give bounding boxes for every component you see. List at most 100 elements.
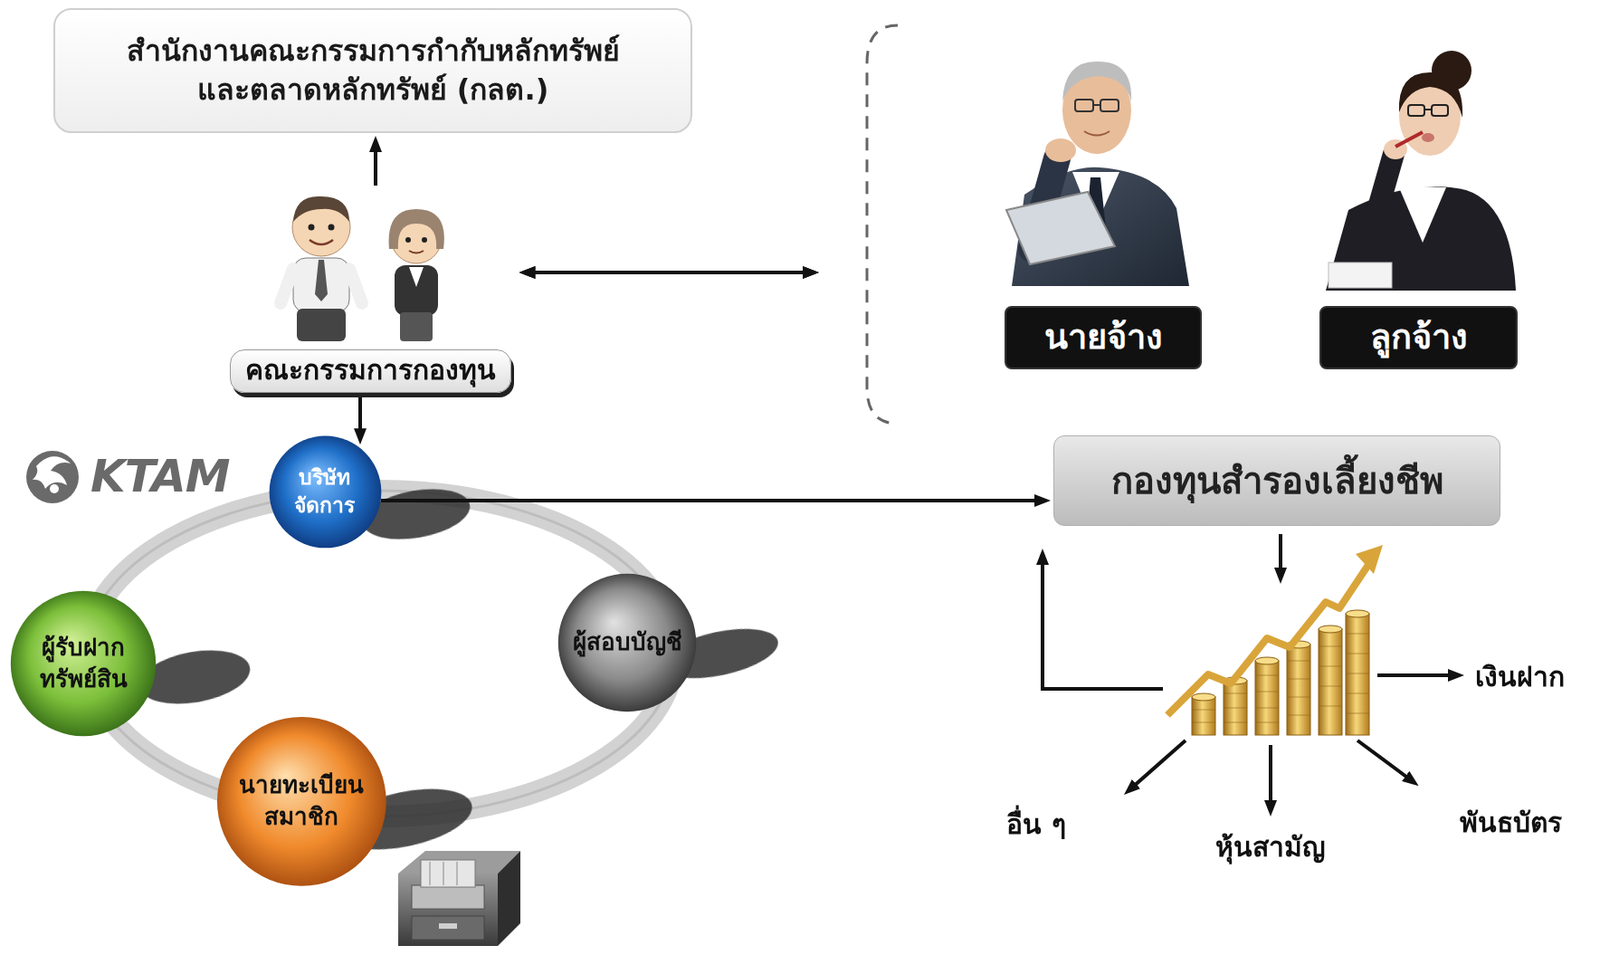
shape-part <box>389 209 445 249</box>
sphere-shape <box>9 590 157 737</box>
registrar-circle: นายทะเบียน สมาชิก <box>216 715 388 887</box>
node-text: ลูกจ้าง <box>1370 314 1468 361</box>
growth-chart <box>1345 633 1370 635</box>
file-cabinet <box>457 861 458 886</box>
shape-part <box>280 268 294 304</box>
leader-arrow <box>1132 740 1186 788</box>
file-cabinet <box>497 850 521 946</box>
flow-arrow <box>1042 559 1163 689</box>
fund-committee: คณะกรรมการกองทุน <box>224 185 517 393</box>
shape-part <box>405 237 411 243</box>
employee-photo <box>1421 133 1435 143</box>
file-cabinet <box>429 861 431 886</box>
flow-connector <box>530 270 810 275</box>
sphere-shape <box>217 716 387 886</box>
brand-emblem <box>32 456 71 489</box>
node-text: นายจ้าง <box>1044 314 1163 361</box>
employee-photo <box>1328 262 1392 288</box>
growth-chart <box>1345 693 1370 695</box>
leader-arrow <box>1268 744 1273 806</box>
growth-chart <box>1191 696 1216 735</box>
manager-circle: บริษัท จัดการ <box>268 435 382 549</box>
sphere-shape <box>558 573 696 712</box>
node-text: นายทะเบียน สมาชิก <box>228 769 374 833</box>
group-bracket <box>866 25 898 424</box>
employer-photo <box>1045 138 1077 162</box>
brand-logo-text: KTAM <box>90 446 229 508</box>
growth-chart <box>1191 609 1370 701</box>
growth-chart <box>1286 714 1311 716</box>
growth-chart <box>1191 693 1216 701</box>
growth-chart <box>1191 613 1370 735</box>
growth-chart <box>1345 613 1370 735</box>
node-text: ผู้สอบบัญชี <box>572 626 683 658</box>
sphere-shape <box>10 590 156 736</box>
growth-chart <box>1191 709 1216 711</box>
node-text: บริษัท จัดการ <box>283 463 367 520</box>
leader-arrow <box>1377 673 1454 677</box>
asset-label: อื่น ๆ <box>1006 806 1066 844</box>
employer-photo <box>1075 99 1094 112</box>
shape-part <box>309 239 334 245</box>
flow-arrow <box>1042 533 1281 689</box>
employee-photo <box>1408 104 1425 116</box>
growth-chart <box>1191 722 1216 724</box>
employee-photo <box>1398 185 1447 243</box>
role-tag: นายจ้าง <box>1004 305 1202 370</box>
shape-part <box>409 266 424 287</box>
growth-chart <box>1255 657 1279 665</box>
fund-box: กองทุนสำรองเลี้ยงชีพ <box>1053 435 1501 526</box>
group-bracket <box>866 25 898 424</box>
shape-part <box>314 259 328 302</box>
employer-photo <box>1084 131 1110 136</box>
growth-chart <box>1223 680 1248 735</box>
asset-label: เงินฝาก <box>1475 658 1565 696</box>
file-cabinet <box>443 861 445 886</box>
growth-chart <box>1345 653 1370 655</box>
employer-photo <box>1062 61 1132 102</box>
shape-part <box>409 250 424 254</box>
leader-arrow <box>1357 740 1410 780</box>
shape-part <box>400 312 433 342</box>
asset-label: พันธบัตร <box>1459 804 1562 842</box>
flow-arrow <box>1278 533 1283 573</box>
growth-chart <box>1318 625 1343 633</box>
employee-photo <box>1395 132 1423 147</box>
growth-chart <box>1223 707 1248 709</box>
growth-chart <box>1355 544 1383 574</box>
custodian-circle: ผู้รับฝาก ทรัพย์สิน <box>9 590 157 737</box>
growth-chart <box>1255 660 1279 735</box>
employee-photo <box>1424 108 1432 111</box>
growth-chart <box>1345 673 1370 675</box>
sphere-shape <box>268 435 382 549</box>
growth-chart <box>1318 666 1343 667</box>
growth-chart <box>1255 691 1279 693</box>
shape-part <box>293 257 350 313</box>
employer-photo <box>1100 99 1119 112</box>
committee-figures <box>280 196 445 342</box>
shape-part <box>394 265 439 316</box>
growth-chart <box>1167 544 1383 735</box>
file-cabinet <box>438 923 458 929</box>
growth-chart <box>1223 722 1248 724</box>
flow-connector <box>358 392 362 434</box>
employer-photo <box>1093 104 1101 106</box>
growth-chart <box>1345 609 1370 618</box>
brand-emblem <box>26 450 79 504</box>
growth-chart <box>1286 644 1311 735</box>
employee-photo <box>1431 104 1448 116</box>
growth-chart <box>1255 707 1279 709</box>
node-text: ผู้รับฝาก ทรัพย์สิน <box>24 631 143 696</box>
shape-part <box>308 224 315 231</box>
asset-label: หุ้นสามัญ <box>1215 828 1326 867</box>
committee-figures <box>229 185 511 349</box>
employer-photo <box>1006 191 1115 265</box>
leader-arrow <box>1132 675 1454 806</box>
flow-connector <box>530 270 810 275</box>
auditor-circle: ผู้สอบบัญชี <box>557 572 697 713</box>
growth-chart <box>1255 722 1279 724</box>
employee-photo <box>1375 153 1394 218</box>
growth-chart <box>1345 713 1370 715</box>
